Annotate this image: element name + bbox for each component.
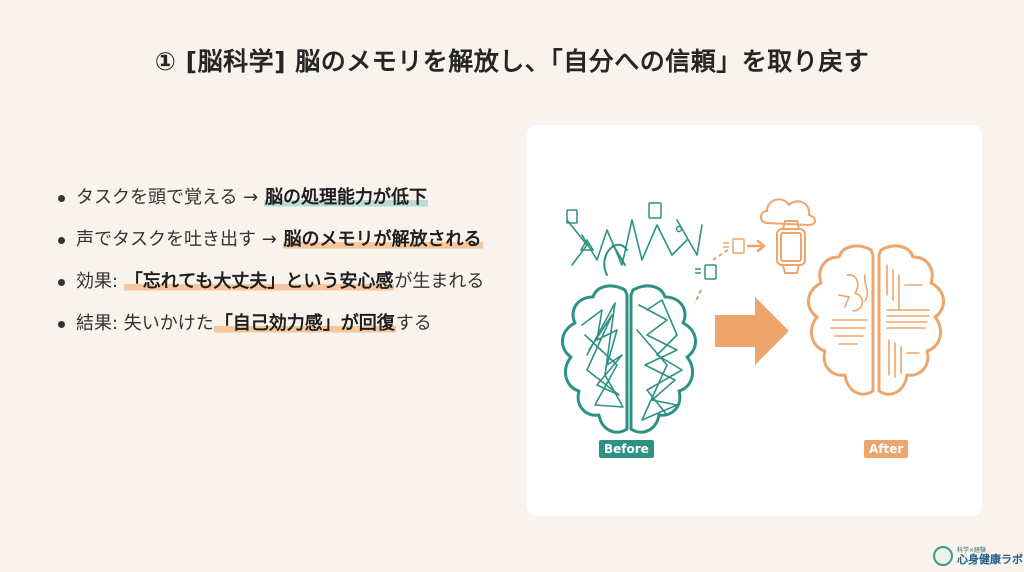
bullet-list: タスクを頭で覚える → 脳の処理能力が低下 声でタスクを吐き出す → 脳のメモリ…	[58, 182, 498, 350]
bullet-item: 効果: 「忘れても大丈夫」という安心感が生まれる	[58, 266, 498, 298]
bullet-text: 結果: 失いかけた	[76, 313, 214, 334]
cloud-icon	[760, 198, 816, 227]
illustration	[561, 198, 945, 434]
highlight-text: 「自己効力感」が回復	[213, 313, 396, 334]
bullet-text: が生まれる	[394, 271, 485, 292]
highlight-text: 脳の処理能力が低下	[264, 187, 428, 208]
logo-icon	[933, 546, 953, 566]
document-icon	[566, 202, 683, 251]
organized-brain-icon	[807, 244, 945, 396]
flow-dash	[712, 248, 730, 261]
arrow-right-icon	[715, 297, 789, 365]
bullet-item: 声でタスクを吐き出す → 脳のメモリが解放される	[58, 224, 498, 256]
brand-logo: 科学×経験 心身健康ラボ	[933, 546, 1023, 566]
tangle-lines	[566, 219, 703, 421]
highlight-text: 脳のメモリが解放される	[282, 229, 483, 250]
logo-name: 心身健康ラボ	[957, 552, 1023, 566]
small-arrow-icon	[746, 239, 766, 253]
bullet-text: タスクを頭で覚える →	[76, 187, 264, 208]
bullet-item: 結果: 失いかけた「自己効力感」が回復する	[58, 308, 498, 340]
bullet-text: する	[395, 313, 432, 334]
before-badge: Before	[599, 440, 654, 458]
logo-subtitle: 科学×経験	[957, 546, 987, 554]
circuit-lines	[830, 264, 930, 378]
after-badge: After	[864, 440, 909, 458]
bullet-text: 声でタスクを吐き出す →	[76, 229, 283, 250]
flow-dash	[694, 289, 702, 304]
bullet-item: タスクを頭で覚える → 脳の処理能力が低下	[58, 182, 498, 214]
bullet-text: 効果:	[76, 271, 124, 292]
document-icon	[695, 264, 717, 280]
smartwatch-icon	[776, 220, 806, 274]
document-icon	[723, 238, 745, 254]
slide-title: ① [脳科学] 脳のメモリを解放し、「自分への信頼」を取り戻す	[154, 47, 870, 76]
illustration-card: Before After	[527, 125, 982, 516]
highlight-text: 「忘れても大丈夫」という安心感	[123, 271, 395, 292]
